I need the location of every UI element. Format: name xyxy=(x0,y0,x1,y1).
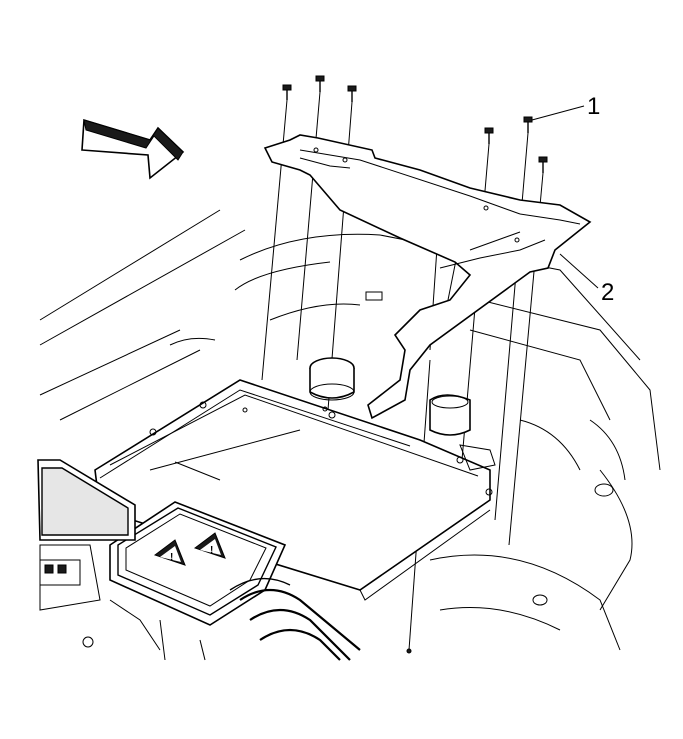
bolt xyxy=(347,85,357,102)
svg-text:!: ! xyxy=(210,545,213,556)
reservoir-cap xyxy=(309,357,355,401)
bolt xyxy=(523,116,533,133)
hv-cables xyxy=(109,577,361,661)
svg-text:!: ! xyxy=(170,552,173,563)
bolt xyxy=(282,84,292,100)
bolt xyxy=(538,156,548,173)
coolant-reservoir xyxy=(429,394,496,471)
vehicle-body-lines xyxy=(39,209,661,651)
mounting-bracket xyxy=(263,134,592,420)
callout-label-1: 1 xyxy=(587,93,601,120)
callout-leaders xyxy=(531,105,599,289)
warning-triangle-icon: ! xyxy=(153,539,186,566)
callout-label-2: 2 xyxy=(601,279,615,306)
warning-triangle-icon: ! xyxy=(193,532,226,559)
module-cover: ! ! xyxy=(109,501,287,626)
connector-housing xyxy=(37,459,136,648)
front-direction-arrow-icon xyxy=(81,118,185,180)
bolt xyxy=(315,75,325,92)
bolt xyxy=(484,127,494,144)
